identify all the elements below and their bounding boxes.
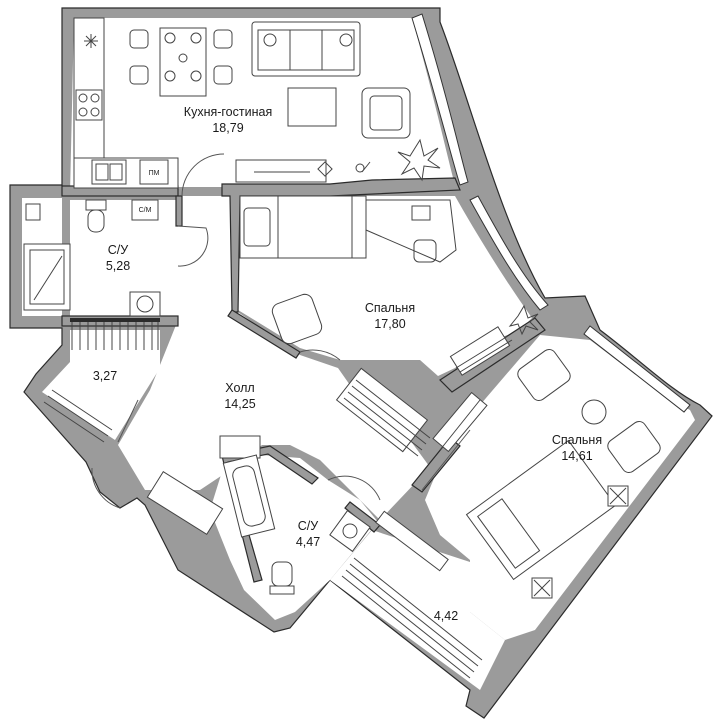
door-bedroom2 bbox=[421, 429, 471, 491]
label-bath1: С/У 5,28 bbox=[106, 243, 130, 273]
hall-cabinet bbox=[146, 471, 224, 535]
shower-tray bbox=[23, 243, 71, 311]
floor-bath1 bbox=[70, 200, 178, 316]
plant-icon bbox=[397, 138, 441, 182]
washer-label: С/М bbox=[139, 207, 152, 214]
lamp-icon bbox=[355, 161, 371, 173]
wall-bedroom-hall bbox=[227, 309, 301, 359]
door-hall-entry bbox=[91, 467, 121, 509]
nightstands-bedroom2 bbox=[531, 485, 629, 599]
label-bath2: С/У 4,47 bbox=[296, 519, 320, 549]
sofa bbox=[251, 21, 361, 77]
door-bedroom1 bbox=[299, 349, 341, 361]
desk-bedroom1 bbox=[365, 199, 457, 263]
closet2-area: 4,42 bbox=[434, 609, 458, 623]
window-bedroom2 bbox=[583, 325, 691, 413]
washbasin-2 bbox=[329, 509, 371, 553]
label-kitchen: Кухня-гостиная 18,79 bbox=[184, 105, 272, 135]
side-table-decor bbox=[317, 161, 333, 177]
hall-name: Холл bbox=[225, 381, 254, 395]
coffee-table bbox=[287, 87, 337, 127]
armchair-bedroom1 bbox=[271, 293, 323, 345]
bed-bedroom2 bbox=[465, 439, 617, 581]
dishwasher-label: ПМ bbox=[149, 170, 160, 177]
floor-closet1 bbox=[42, 330, 160, 440]
wall-bath-right bbox=[175, 195, 183, 227]
bath2-name: С/У bbox=[298, 519, 319, 533]
washbasin-1 bbox=[129, 291, 161, 317]
closet-left-shelf bbox=[25, 203, 41, 221]
window-bedroom1-curved bbox=[469, 195, 549, 311]
stove-icon bbox=[75, 89, 103, 121]
floor-hall bbox=[118, 196, 432, 520]
bath1-area: 5,28 bbox=[106, 259, 130, 273]
toilet-1 bbox=[85, 199, 107, 233]
toilet-2 bbox=[269, 561, 295, 595]
hall-wardrobe bbox=[335, 367, 431, 457]
wardrobe-closet1 bbox=[43, 318, 160, 443]
window-kitchen-curved bbox=[411, 13, 469, 186]
sink-icon bbox=[91, 159, 127, 185]
label-bedroom2: Спальня 14,61 bbox=[552, 433, 602, 463]
bathtub bbox=[222, 454, 276, 538]
wall-bath2 bbox=[221, 445, 319, 583]
armchair bbox=[361, 87, 411, 139]
door-kitchen bbox=[181, 153, 225, 197]
bedroom1-area: 17,80 bbox=[374, 317, 405, 331]
armchairs-bedroom2 bbox=[517, 348, 661, 474]
door-closet1 bbox=[117, 399, 139, 443]
dishwasher bbox=[139, 159, 169, 185]
door-bath2 bbox=[327, 475, 381, 501]
bed-bedroom1 bbox=[239, 195, 367, 259]
floor-closet2 bbox=[330, 530, 505, 690]
dresser-bedroom2 bbox=[432, 391, 488, 453]
hall-area: 14,25 bbox=[224, 397, 255, 411]
compass-rose-icon bbox=[84, 34, 98, 48]
bedroom2-name: Спальня bbox=[552, 433, 602, 447]
tv-console bbox=[235, 159, 327, 183]
washer bbox=[131, 199, 159, 221]
kitchen-area: 18,79 bbox=[212, 121, 243, 135]
hall-bench bbox=[219, 435, 261, 459]
label-hall: Холл 14,25 bbox=[224, 381, 255, 411]
bath1-name: С/У bbox=[108, 243, 129, 257]
plant-bedroom1-icon bbox=[508, 304, 539, 336]
kitchen-name: Кухня-гостиная bbox=[184, 105, 272, 119]
dining-chairs bbox=[129, 29, 233, 85]
wall-bath2-right bbox=[344, 501, 381, 533]
label-bedroom1: Спальня 17,80 bbox=[365, 301, 415, 331]
wardrobe-closet2 bbox=[341, 510, 483, 679]
door-bath1 bbox=[177, 225, 209, 267]
bedroom2-area: 14,61 bbox=[561, 449, 592, 463]
piano-bedroom1 bbox=[449, 326, 513, 376]
bath2-area: 4,47 bbox=[296, 535, 320, 549]
closet1-area: 3,27 bbox=[93, 369, 117, 383]
bedroom1-name: Спальня bbox=[365, 301, 415, 315]
